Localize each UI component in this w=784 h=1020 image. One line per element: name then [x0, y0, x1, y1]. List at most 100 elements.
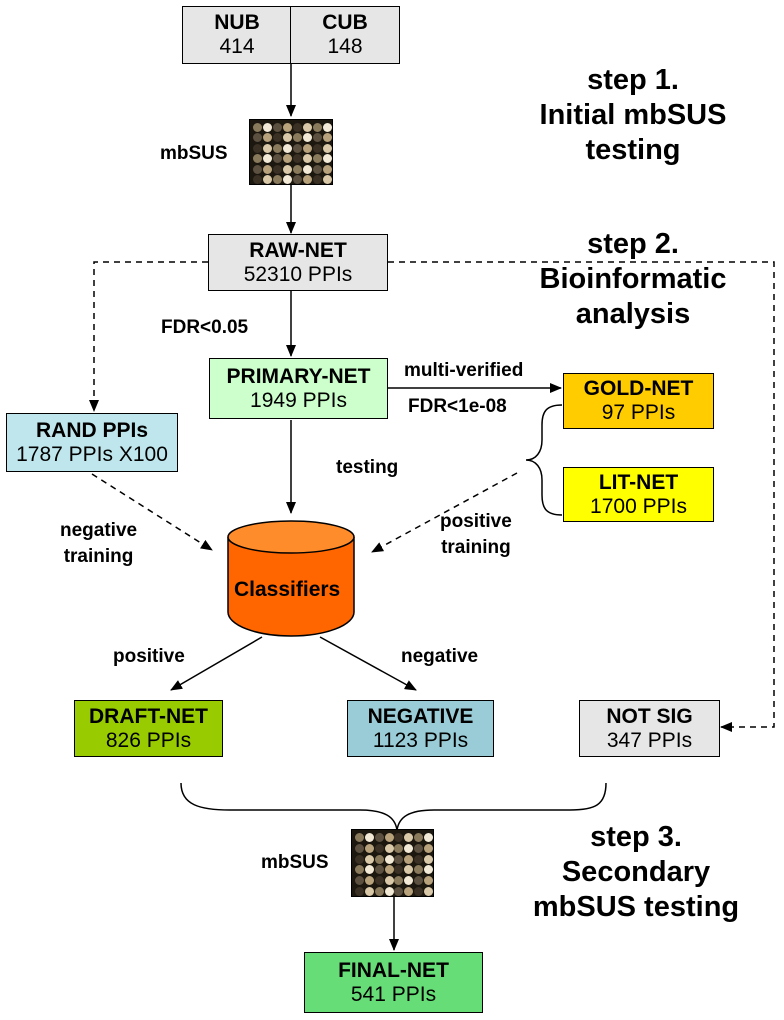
plate-colony-dot	[283, 164, 292, 174]
step1-line3: testing	[585, 133, 681, 166]
plate-colony-dot	[384, 854, 394, 864]
arrow-classifiers-to-draft	[170, 636, 263, 691]
plate-colony-dot	[404, 887, 414, 896]
plate-colony-dot	[293, 164, 302, 174]
arrow-classifiers-to-negative	[319, 636, 417, 691]
plate-colony-dot	[414, 887, 424, 896]
plate-colony-dot	[253, 164, 262, 174]
plate-colony-dot	[273, 133, 282, 143]
plate-colony-dot	[414, 833, 424, 842]
plate-colony-dot	[404, 865, 414, 875]
mbsus-plate-image	[249, 119, 333, 185]
plate-colony-dot	[253, 143, 262, 153]
plate-colony-dot	[303, 123, 312, 132]
plate-colony-dot	[394, 865, 404, 875]
plate-colony-dot	[364, 854, 374, 864]
rand-ppis-value: 1787 PPIs X100	[16, 442, 168, 466]
edge-label-fdr2: FDR<1e-08	[408, 396, 507, 417]
plate-colony-dot	[394, 887, 404, 896]
plate-colony-dot	[303, 143, 312, 153]
plate-colony-dot	[394, 876, 404, 886]
plate-colony-dot	[374, 876, 384, 886]
plate-colony-dot	[424, 833, 433, 842]
plate-colony-dot	[384, 887, 394, 896]
plate-colony-dot	[273, 175, 282, 184]
mbsus-plate-image-2	[351, 829, 434, 897]
plate-colony-dot	[404, 833, 414, 842]
plate-colony-dot	[283, 123, 292, 132]
plate-colony-dot	[293, 154, 302, 164]
plate-colony-dot	[374, 865, 384, 875]
plate-colony-dot	[424, 865, 433, 875]
plate-colony-dot	[355, 843, 364, 853]
plate-colony-dot	[313, 123, 322, 132]
plate-colony-dot	[323, 133, 332, 143]
edge-label-negative: negative	[401, 646, 479, 667]
cub-value: 148	[327, 35, 363, 58]
plate-colony-dot	[253, 133, 262, 143]
primary-net-value: 1949 PPIs	[250, 388, 347, 412]
plate-colony-dot	[313, 175, 322, 184]
plate-colony-dot	[394, 843, 404, 853]
rand-ppis-box: RAND PPIs 1787 PPIs X100	[6, 413, 178, 472]
plate-colony-dot	[355, 865, 364, 875]
step2-line2: Bioinformatic	[539, 262, 727, 295]
dashed-arrow-rand-to-classifiers	[91, 473, 213, 551]
plate-colony-dot	[303, 164, 312, 174]
nub-value: 414	[219, 35, 255, 58]
plate-colony-dot	[355, 876, 364, 886]
classifiers-label: Classifiers	[234, 578, 341, 601]
edge-label-positive: positive	[113, 646, 185, 667]
plate-colony-dot	[253, 175, 262, 184]
plate-colony-dot	[424, 876, 433, 886]
positive-training-line2: training	[441, 536, 511, 558]
lit-net-title: LIT-NET	[598, 470, 679, 494]
plate-colony-dot	[263, 164, 272, 174]
cub-label: CUB	[322, 11, 368, 35]
plate-colony-dot	[394, 854, 404, 864]
plate-colony-dot	[414, 854, 424, 864]
raw-net-value: 52310 PPIs	[243, 262, 353, 286]
dashed-arrow-raw-to-rand	[89, 261, 208, 412]
step3-line1: step 3.	[590, 821, 682, 853]
primary-net-title: PRIMARY-NET	[226, 364, 371, 388]
plate-colony-dot	[283, 143, 292, 153]
plate-colony-dot	[293, 123, 302, 132]
plate-colony-dot	[424, 843, 433, 853]
final-net-box: FINAL-NET 541 PPIs	[304, 952, 483, 1013]
positive-training-line1: positive	[440, 511, 512, 532]
plate-colony-dot	[364, 833, 374, 842]
plate-colony-dot	[263, 123, 272, 132]
plate-colony-dot	[283, 154, 292, 164]
plate-colony-dot	[404, 854, 414, 864]
gold-net-box: GOLD-NET 97 PPIs	[563, 373, 714, 429]
raw-net-title: RAW-NET	[249, 238, 347, 262]
plate-colony-dot	[374, 833, 384, 842]
not-sig-title: NOT SIG	[606, 704, 693, 728]
plate-colony-dot	[303, 133, 312, 143]
plate-colony-dot	[414, 865, 424, 875]
lit-net-box: LIT-NET 1700 PPIs	[563, 467, 714, 522]
nub-label: NUB	[214, 11, 260, 35]
positive-training-label: positive training	[440, 509, 512, 560]
raw-net-box: RAW-NET 52310 PPIs	[208, 234, 388, 291]
plate-colony-dot	[364, 887, 374, 896]
plate-label-first: mbSUS	[160, 143, 228, 164]
plate-colony-dot	[293, 175, 302, 184]
plate-colony-dot	[323, 175, 332, 184]
edge-label-multi-verified: multi-verified	[404, 360, 524, 381]
plate-colony-dot	[424, 887, 433, 896]
step3-line2: Secondary	[561, 855, 711, 888]
not-sig-value: 347 PPIs	[606, 728, 693, 752]
negative-title: NEGATIVE	[367, 704, 474, 728]
step3-line3: mbSUS testing	[532, 890, 740, 923]
plate-colony-dot	[384, 876, 394, 886]
lit-net-value: 1700 PPIs	[590, 494, 687, 518]
plate-colony-dot	[263, 154, 272, 164]
gold-net-title: GOLD-NET	[583, 377, 694, 401]
plate-colony-dot	[355, 854, 364, 864]
plate-colony-dot	[323, 164, 332, 174]
plate-colony-dot	[283, 175, 292, 184]
step2-line3: analysis	[575, 297, 691, 330]
negative-training-line1: negative	[60, 520, 138, 541]
